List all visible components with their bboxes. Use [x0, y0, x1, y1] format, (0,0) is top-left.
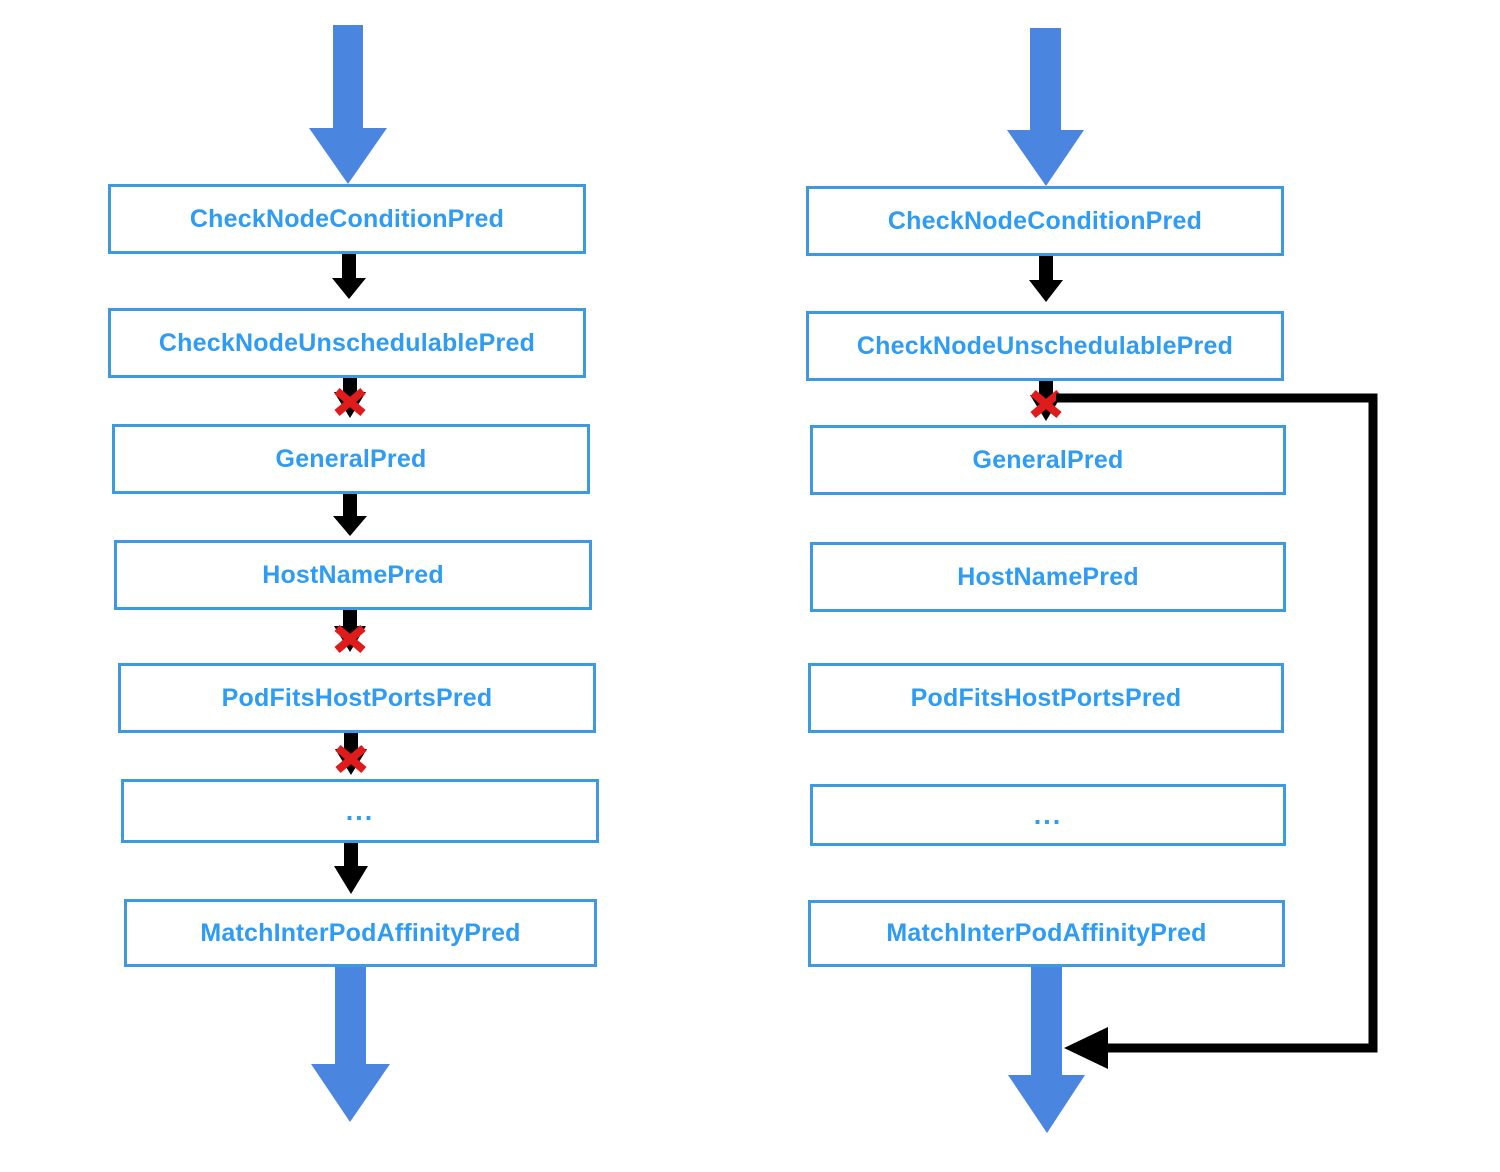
right-pred-box-5[interactable]: ...	[810, 784, 1286, 846]
left-skip-marker-icon-4	[335, 744, 367, 774]
right-bypass-arrow	[1056, 393, 1378, 1069]
right-connector-0	[1029, 256, 1063, 302]
right-skip-marker-icon-1	[1030, 389, 1062, 419]
left-pred-label-6: MatchInterPodAffinityPred	[200, 918, 521, 947]
right-pred-label-1: CheckNodeUnschedulablePred	[856, 331, 1234, 360]
left-skip-marker-icon-3	[334, 624, 366, 654]
right-pred-box-3[interactable]: HostNamePred	[810, 542, 1286, 612]
left-pred-label-3: HostNamePred	[262, 560, 444, 589]
left-exit-arrow	[311, 967, 390, 1122]
left-pred-box-3[interactable]: HostNamePred	[114, 540, 592, 610]
left-pred-label-4: PodFitsHostPortsPred	[221, 683, 493, 712]
right-pred-box-6[interactable]: MatchInterPodAffinityPred	[808, 900, 1285, 967]
right-entry-arrow	[1007, 28, 1084, 186]
left-connector-0	[332, 254, 366, 299]
right-pred-box-0[interactable]: CheckNodeConditionPred	[806, 186, 1284, 256]
right-pred-box-1[interactable]: CheckNodeUnschedulablePred	[806, 311, 1284, 381]
left-entry-arrow	[309, 25, 387, 184]
right-pred-label-6: MatchInterPodAffinityPred	[886, 919, 1207, 947]
left-pred-label-5: ...	[345, 795, 375, 826]
left-pred-box-0[interactable]: CheckNodeConditionPred	[108, 184, 586, 254]
left-connector-2	[333, 494, 367, 536]
right-pred-label-5: ...	[1033, 799, 1063, 830]
left-connector-5	[334, 843, 368, 894]
left-pred-box-6[interactable]: MatchInterPodAffinityPred	[124, 899, 597, 967]
left-pred-box-2[interactable]: GeneralPred	[112, 424, 590, 494]
left-skip-marker-icon-1	[334, 387, 366, 417]
left-connector-3	[334, 610, 366, 652]
right-pred-box-4[interactable]: PodFitsHostPortsPred	[808, 663, 1284, 733]
right-pred-label-2: GeneralPred	[972, 445, 1124, 474]
right-pred-label-3: HostNamePred	[957, 562, 1139, 591]
left-pred-label-1: CheckNodeUnschedulablePred	[158, 328, 536, 357]
right-pred-label-0: CheckNodeConditionPred	[887, 206, 1203, 235]
left-pred-box-4[interactable]: PodFitsHostPortsPred	[118, 663, 596, 733]
left-pred-box-1[interactable]: CheckNodeUnschedulablePred	[108, 308, 586, 378]
left-pred-label-2: GeneralPred	[275, 444, 427, 473]
left-pred-box-5[interactable]: ...	[121, 779, 599, 843]
right-pred-box-2[interactable]: GeneralPred	[810, 425, 1286, 495]
right-pred-label-4: PodFitsHostPortsPred	[910, 683, 1182, 712]
left-pred-label-0: CheckNodeConditionPred	[189, 204, 505, 233]
right-exit-arrow	[1008, 967, 1085, 1133]
